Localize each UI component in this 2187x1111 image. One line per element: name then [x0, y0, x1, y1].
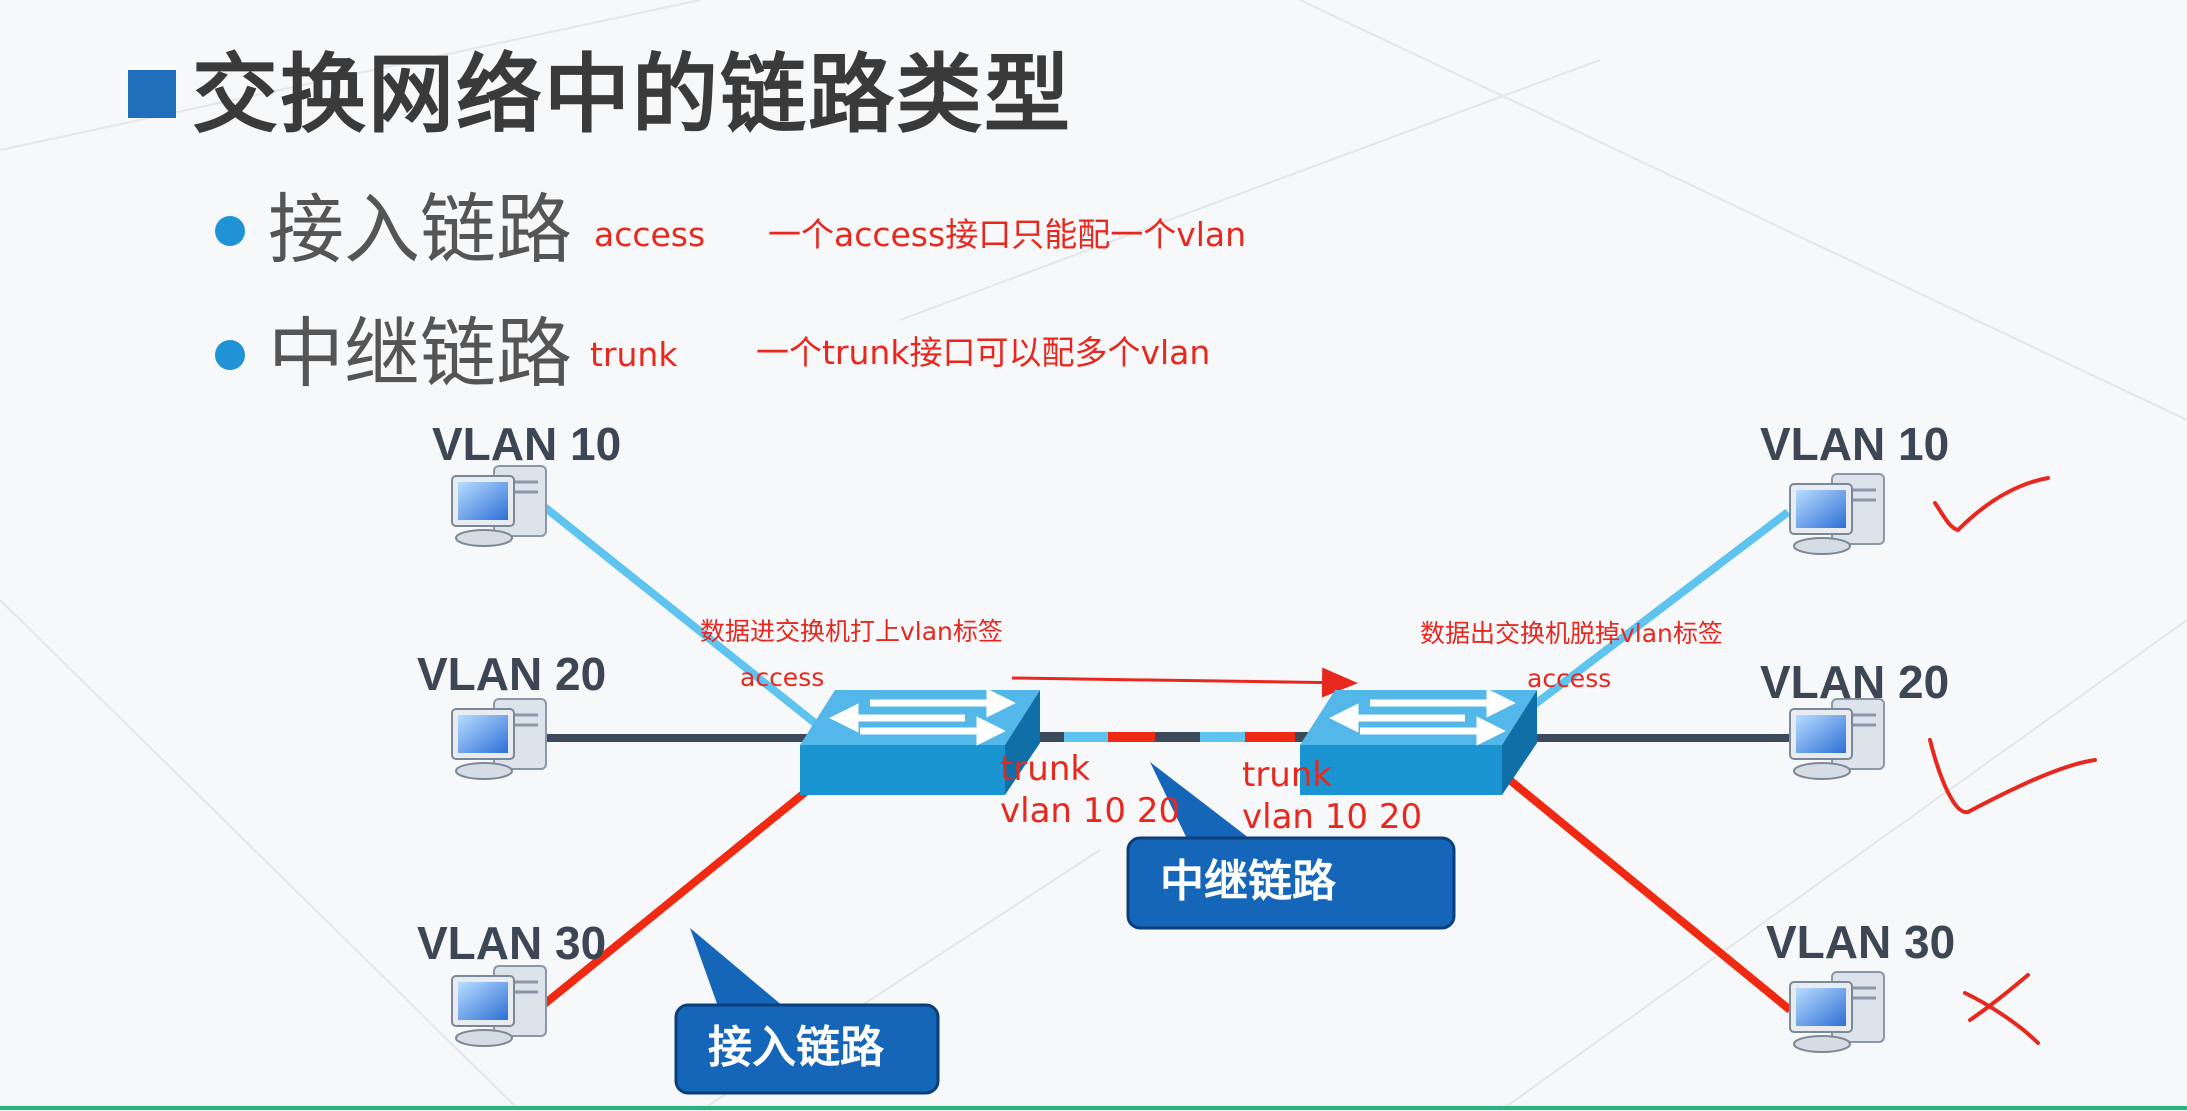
trunk-right-label: trunk	[1242, 755, 1333, 795]
title-marker	[128, 70, 176, 118]
trunk-left-vlans: vlan 10 20	[1000, 791, 1181, 831]
bullet-access-label: 接入链路	[268, 185, 572, 274]
switch-left-icon	[800, 688, 1040, 795]
bullet-access-note: 一个access接口只能配一个vlan	[768, 215, 1247, 254]
switch-right-icon	[1300, 688, 1537, 795]
link-left-vlan30	[539, 786, 811, 1010]
callout-trunk-bubble	[1126, 762, 1456, 930]
trunk-left-label: trunk	[1000, 749, 1091, 789]
host-right-vlan10-label: VLAN 10	[1760, 418, 1950, 470]
link-right-vlan10	[1527, 508, 1791, 712]
bullet-dot	[215, 340, 245, 370]
left-tag-note: 数据进交换机打上vlan标签	[700, 617, 1003, 646]
bullet-dot	[215, 216, 245, 246]
pc-icon	[1789, 698, 1885, 780]
bullet-trunk-label: 中继链路	[268, 309, 572, 398]
check-mark-icon	[1928, 738, 2097, 815]
pc-icon	[1789, 473, 1885, 555]
trunk-right-vlans: vlan 10 20	[1242, 797, 1423, 837]
check-mark-icon	[1933, 476, 2050, 533]
bottom-divider	[0, 1106, 2187, 1110]
callout-access-text: 接入链路	[708, 1022, 884, 1073]
bullet-access-keyword: access	[594, 215, 706, 254]
cross-mark-icon	[1963, 991, 2040, 1045]
pc-icon	[1789, 971, 1885, 1053]
pc-icon	[451, 698, 547, 780]
callout-access-bubble	[674, 928, 940, 1095]
cross-mark-icon	[1968, 973, 2030, 1022]
right-tag-note: 数据出交换机脱掉vlan标签	[1420, 619, 1723, 648]
host-left-vlan30-label: VLAN 30	[417, 917, 607, 969]
data-flow-arrow	[1011, 667, 1358, 698]
pc-icon	[451, 465, 547, 547]
left-access-note: access	[740, 663, 825, 692]
pc-icon	[451, 965, 547, 1047]
link-left-vlan10	[539, 501, 833, 739]
page-title: 交换网络中的链路类型	[192, 45, 1072, 145]
link-right-vlan30	[1497, 768, 1793, 1014]
host-left-vlan20-label: VLAN 20	[417, 648, 607, 700]
bullet-trunk-note: 一个trunk接口可以配多个vlan	[756, 333, 1211, 372]
host-right-vlan30-label: VLAN 30	[1766, 916, 1956, 968]
right-access-note: access	[1527, 664, 1612, 693]
host-right-vlan20-label: VLAN 20	[1760, 656, 1950, 708]
callout-trunk-text: 中继链路	[1160, 856, 1336, 907]
bullet-trunk-keyword: trunk	[590, 335, 678, 374]
host-left-vlan10-label: VLAN 10	[432, 418, 622, 470]
